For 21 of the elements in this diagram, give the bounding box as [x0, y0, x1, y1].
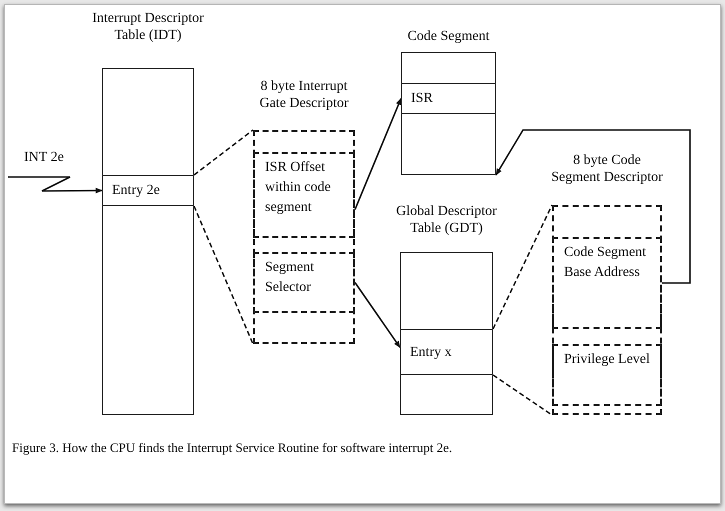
table-entry: ISR: [401, 83, 496, 114]
arrow: [495, 129, 691, 284]
descriptor-field: Code Segment Base Address: [552, 237, 662, 329]
descriptor-field: ISR Offset within code segment: [253, 152, 355, 238]
arrow: [354, 98, 402, 210]
table-heading: 8 byte Code Segment Descriptor: [551, 152, 663, 186]
figure-caption: Figure 3. How the CPU finds the Interrupt Service Routine for software interrupt 2e.: [12, 440, 452, 456]
expansion-line: [492, 374, 552, 416]
arrow: [8, 176, 103, 194]
table-heading: Interrupt Descriptor Table (IDT): [92, 10, 204, 44]
descriptor-field: Segment Selector: [253, 252, 355, 313]
table-entry: Entry 2e: [102, 175, 194, 206]
expansion-line: [194, 129, 254, 176]
table-heading: 8 byte Interrupt Gate Descriptor: [258, 78, 350, 112]
expansion-line: [492, 204, 553, 330]
arrow: [354, 282, 401, 348]
table-entry: Entry x: [400, 329, 493, 375]
table-heading: Global Descriptor Table (GDT): [395, 203, 498, 237]
descriptor-field: Privilege Level: [552, 344, 662, 406]
expansion-line: [193, 206, 254, 344]
table-heading: Code Segment: [406, 28, 491, 45]
